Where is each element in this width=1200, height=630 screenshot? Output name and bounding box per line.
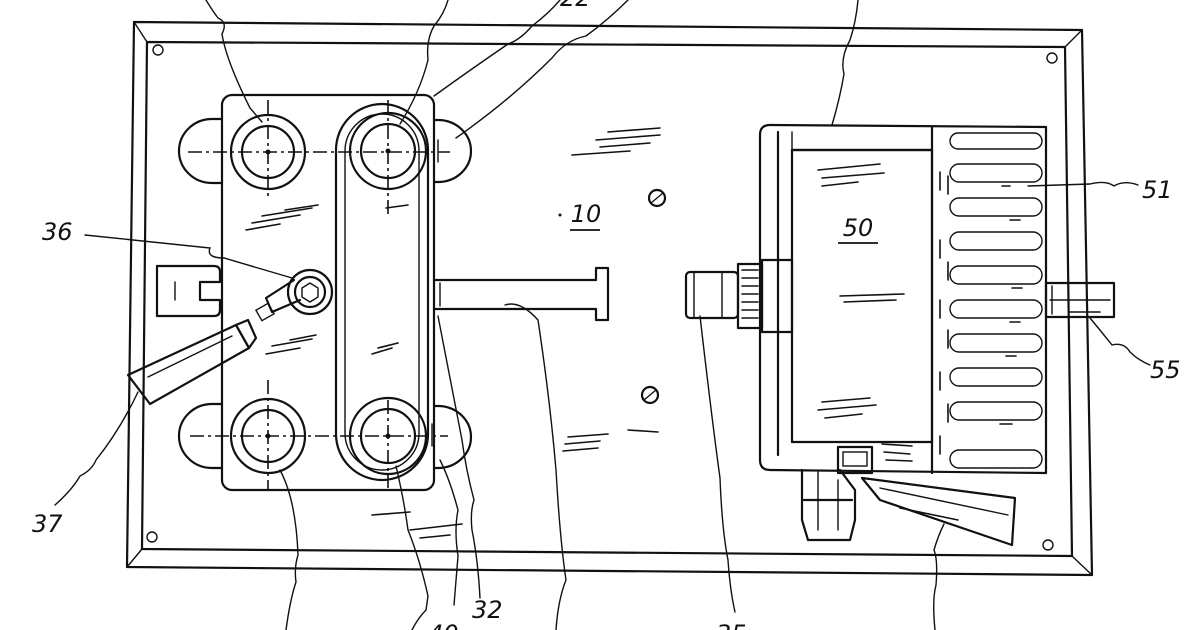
label-handle: 37	[32, 510, 63, 538]
guide-rail	[434, 268, 608, 320]
base-plate	[127, 22, 1092, 575]
label-top: 22	[560, 0, 591, 12]
pulley-bottom-left	[231, 399, 305, 473]
lower-bracket	[802, 447, 872, 540]
corner-hole	[1047, 53, 1057, 63]
label-pivot-bolt: 36	[42, 218, 73, 246]
label-pulley: 40	[428, 620, 459, 630]
shading	[882, 444, 912, 461]
shading	[818, 164, 904, 418]
corner-hole	[147, 532, 157, 542]
lever-handle	[128, 320, 256, 404]
cooling-fins	[940, 133, 1042, 468]
corner-hole	[153, 45, 163, 55]
carriage-plate	[222, 95, 434, 490]
screw	[649, 190, 665, 206]
pulley-bottom-right	[350, 398, 426, 474]
housing-outer	[760, 125, 1046, 473]
pulley-top-left	[231, 115, 305, 189]
left-guide-stub	[157, 266, 220, 316]
label-base-plate: 10	[571, 200, 602, 228]
mount-lobe	[179, 119, 222, 183]
label-housing: 50	[843, 214, 874, 242]
pivot-bolt	[256, 270, 332, 321]
screw	[642, 387, 658, 403]
carriage-assembly	[179, 95, 471, 538]
corner-hole	[1043, 540, 1053, 550]
label-shaft: 55	[1150, 356, 1181, 384]
output-shaft	[1046, 283, 1114, 317]
mount-lobe	[434, 120, 471, 182]
label-rail-edge: 32	[472, 596, 503, 624]
label-coupling: 35	[716, 620, 747, 630]
label-fins: 51	[1142, 176, 1173, 204]
pulley-top-right	[350, 113, 426, 189]
coupling	[686, 260, 792, 332]
housing-assembly	[686, 125, 1114, 545]
